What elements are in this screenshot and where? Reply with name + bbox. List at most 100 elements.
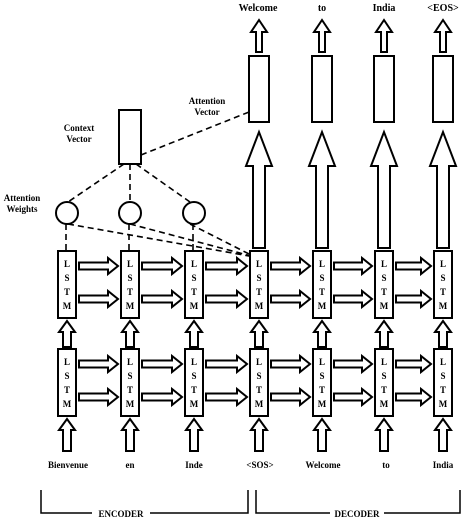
lstm-letter: L <box>256 259 262 269</box>
encoder-label: ENCODER <box>98 509 144 518</box>
lstm-letter: L <box>64 259 70 269</box>
lstm-letter: M <box>380 399 389 409</box>
lstm-letter: T <box>64 385 70 395</box>
attention-weight-circle <box>182 201 206 225</box>
lstm-letter: M <box>126 399 135 409</box>
up-arrow <box>433 319 453 348</box>
right-arrow <box>270 353 312 375</box>
output-word-welcome: Welcome <box>239 3 278 14</box>
context-vector-box <box>118 109 142 165</box>
lstm-letter: L <box>381 357 387 367</box>
lstm-letter: T <box>191 287 197 297</box>
lstm-box <box>374 348 394 417</box>
attention-vector-box <box>248 55 270 123</box>
output-boxes <box>248 55 454 123</box>
horizontal-arrows <box>78 255 433 408</box>
lstm-letter: L <box>381 259 387 269</box>
output-box <box>311 55 333 123</box>
tall-up-arrow <box>244 129 274 249</box>
lstm-letter: T <box>381 287 387 297</box>
lstm-letter: T <box>319 287 325 297</box>
context-vector-label-line2: Vector <box>66 134 91 144</box>
lstm-letter: L <box>191 259 197 269</box>
lstm-letter: S <box>256 371 261 381</box>
encoder-bracket <box>150 490 249 514</box>
dashed-line <box>67 163 125 203</box>
tall-up-arrow <box>369 129 399 249</box>
lstm-letter: L <box>64 357 70 367</box>
dashed-line <box>189 223 256 258</box>
input-word-sos: <SOS> <box>246 460 273 470</box>
input-word-en: en <box>126 460 135 470</box>
up-arrow <box>184 319 204 348</box>
input-word-inde: Inde <box>185 460 203 470</box>
lstm-letter: M <box>126 301 135 311</box>
lstm-letter: M <box>255 301 264 311</box>
brackets <box>40 490 461 514</box>
lstm-letter: M <box>439 399 448 409</box>
lstm-letter: T <box>440 385 446 395</box>
lstm-letter: S <box>256 273 261 283</box>
dashed-line <box>140 111 250 156</box>
output-box <box>432 55 454 123</box>
right-arrow <box>141 288 184 310</box>
decoder-label: DECODER <box>334 509 380 518</box>
lstm-letter: L <box>191 357 197 367</box>
right-arrow <box>333 353 374 375</box>
lstm-letter: S <box>381 273 386 283</box>
right-arrow <box>270 386 312 408</box>
up-arrow <box>374 319 394 348</box>
lstm-letter: S <box>64 371 69 381</box>
lstm-letter: T <box>256 287 262 297</box>
lstm-letter: T <box>191 385 197 395</box>
lstm-letter: T <box>381 385 387 395</box>
attention-vector-label-line1: Attention <box>189 96 226 106</box>
lstm-letter: L <box>319 259 325 269</box>
output-arrows <box>249 18 453 53</box>
up-arrow <box>57 319 77 348</box>
right-arrow <box>333 386 374 408</box>
input-word-welcome: Welcome <box>306 460 341 470</box>
lstm-box <box>312 250 332 319</box>
lstm-letter: L <box>319 357 325 367</box>
right-arrow <box>78 255 120 277</box>
lstm-letter: S <box>127 371 132 381</box>
attention-weight-circles <box>55 201 206 225</box>
lstm-letter: M <box>190 399 199 409</box>
lstm-letter: L <box>127 259 133 269</box>
vertical-arrows <box>57 319 453 452</box>
lstm-box <box>120 348 140 417</box>
lstm-letter: M <box>63 301 72 311</box>
right-arrow <box>270 255 312 277</box>
lstm-box <box>184 250 204 319</box>
lstm-letter: S <box>127 273 132 283</box>
lstm-letter: S <box>64 273 69 283</box>
lstm-letter: T <box>64 287 70 297</box>
lstm-box <box>249 250 269 319</box>
up-arrow <box>374 417 394 452</box>
right-arrow <box>205 386 249 408</box>
lstm-box <box>184 348 204 417</box>
attention-weights-label-line2: Weights <box>6 204 38 214</box>
up-arrow <box>184 417 204 452</box>
lstm-letter: T <box>256 385 262 395</box>
lstm-box <box>433 348 453 417</box>
attention-dashed-lines <box>65 111 256 258</box>
up-arrow <box>312 417 332 452</box>
lstm-letter: S <box>440 371 445 381</box>
lstm-letter: T <box>440 287 446 297</box>
lstm-letter: S <box>319 371 324 381</box>
right-arrow <box>395 255 433 277</box>
up-arrow <box>312 18 332 53</box>
lstm-box <box>57 348 77 417</box>
right-arrow <box>333 288 374 310</box>
